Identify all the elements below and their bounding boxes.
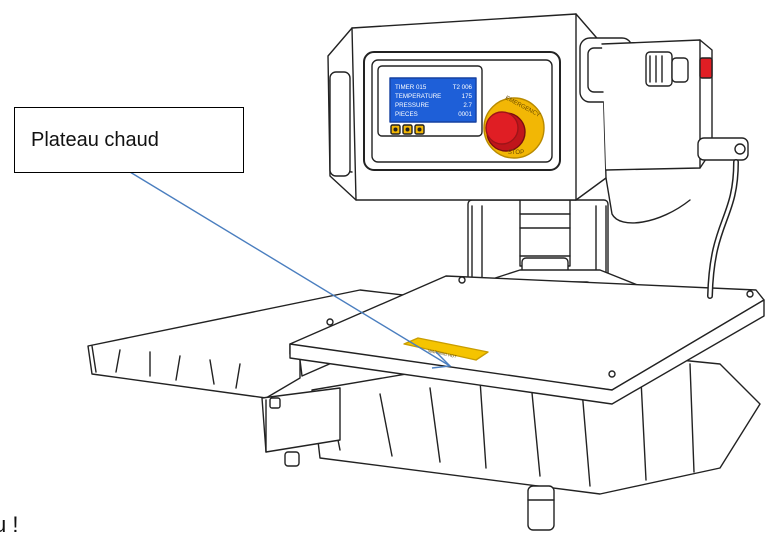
callout-label: Plateau chaud — [31, 128, 159, 151]
lcd-line-1-value: T2 006 — [453, 84, 473, 91]
emergency-label-bottom: STOP — [508, 150, 524, 156]
lcd-line-3-value: 2.7 — [463, 102, 472, 109]
lcd-line-2-label: TEMPERATURE — [395, 93, 441, 100]
heat-platen — [289, 275, 765, 405]
warning-sticker-text: WARNING HOT — [428, 348, 458, 359]
base-frame — [261, 387, 555, 531]
lcd-line-3-label: PRESSURE — [395, 102, 429, 109]
lcd-line-1-label: TIMER 015 — [395, 84, 427, 91]
emergency-stop-button[interactable]: EMERGENCY STOP — [483, 95, 545, 159]
lcd-line-2-value: 175 — [462, 93, 473, 100]
warning-sticker: WARNING HOT — [403, 337, 489, 361]
lcd-line-4-value: 0001 — [458, 111, 472, 118]
callout-arrow — [129, 171, 452, 369]
callout-box: Plateau chaud — [14, 107, 244, 173]
lcd-display: TIMER 015 T2 006 TEMPERATURE 175 PRESSUR… — [377, 65, 483, 137]
lcd-line-4-label: PIECES — [395, 111, 418, 118]
bottom-cut-text: u ! — [0, 512, 19, 537]
